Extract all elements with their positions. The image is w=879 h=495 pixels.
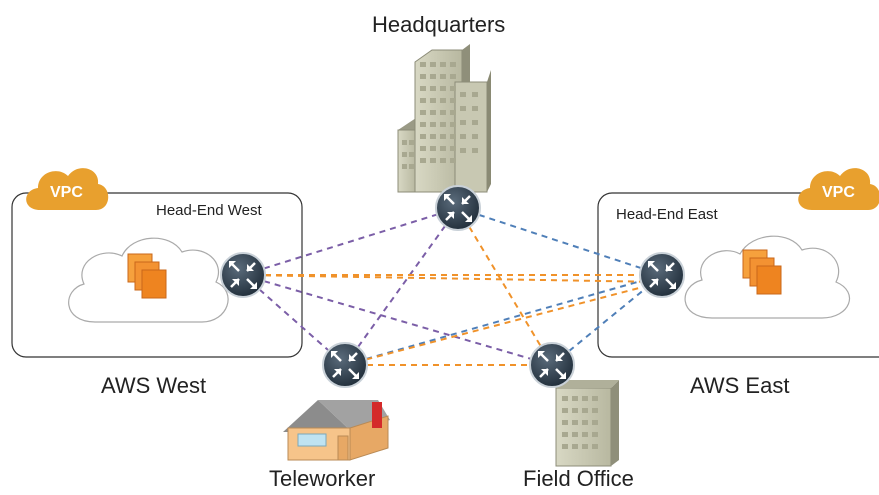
east-router-icon[interactable] <box>638 251 686 299</box>
head-end-west-label: Head-End West <box>156 202 262 219</box>
teleworker-label: Teleworker <box>269 466 376 491</box>
west-router-icon[interactable] <box>219 251 267 299</box>
link-hq-fieldoffice <box>457 207 553 366</box>
east-vpc-badge-label: VPC <box>822 184 855 201</box>
teleworker-router-icon[interactable] <box>321 341 369 389</box>
fieldoffice-router-icon[interactable] <box>528 341 576 389</box>
link-hq-east <box>457 207 663 276</box>
east-vpc-badge <box>798 168 879 210</box>
headquarters-building-icon <box>397 44 491 193</box>
headquarters-label: Headquarters <box>372 12 506 37</box>
field-office-label: Field Office <box>523 466 634 491</box>
west-vpc-badge <box>26 168 109 210</box>
link-hq-teleworker <box>344 207 459 366</box>
link-fieldoffice-east <box>551 274 663 366</box>
aws-west-label: AWS West <box>101 373 207 398</box>
link-west-east-lower <box>242 274 663 283</box>
field-office-building-icon <box>555 380 619 467</box>
teleworker-house-icon <box>283 400 390 461</box>
hq-router-icon[interactable] <box>434 184 482 232</box>
link-west-fieldoffice <box>242 274 553 366</box>
west-vpc-badge-label: VPC <box>50 184 83 201</box>
network-links <box>242 207 663 366</box>
link-west-hq <box>242 207 459 276</box>
aws-east-label: AWS East <box>690 373 790 398</box>
head-end-east-label: Head-End East <box>616 206 718 223</box>
